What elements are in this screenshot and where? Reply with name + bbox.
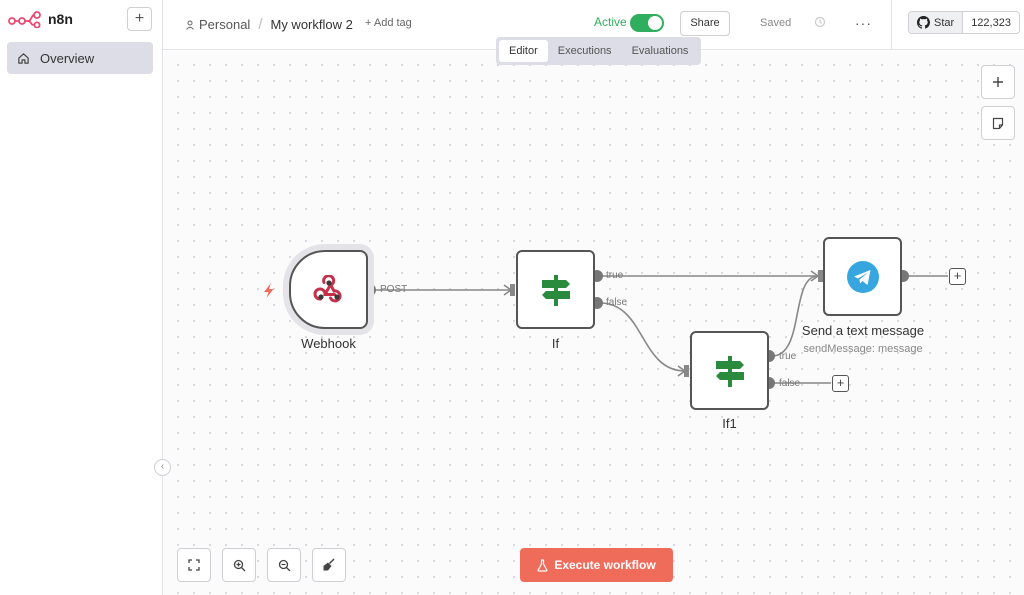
- active-toggle[interactable]: [630, 14, 664, 32]
- zoom-in-icon: [233, 559, 245, 571]
- fit-view-icon: [188, 559, 200, 571]
- tab-editor[interactable]: Editor: [499, 40, 548, 62]
- input-handle[interactable]: [510, 284, 515, 296]
- more-options-button[interactable]: ···: [855, 15, 872, 31]
- connection-if1-true-telegram[interactable]: [771, 275, 819, 357]
- view-tabs: Editor Executions Evaluations: [496, 37, 702, 65]
- zoom-out-icon: [278, 559, 290, 571]
- port-label-true: true: [779, 351, 797, 362]
- signpost-icon: [541, 274, 570, 306]
- saved-status: Saved: [760, 17, 792, 29]
- sidebar: n8n + Overview: [0, 0, 163, 595]
- node-send-text-message[interactable]: [823, 237, 902, 316]
- sticky-note-icon: [992, 117, 1004, 129]
- flask-icon: [537, 558, 548, 572]
- zoom-out-button[interactable]: [267, 548, 301, 582]
- execute-workflow-button[interactable]: Execute workflow: [520, 548, 673, 582]
- github-star-button[interactable]: Star 122,323: [908, 11, 1020, 34]
- add-sticky-note-button[interactable]: [981, 106, 1015, 140]
- brand-name: n8n: [48, 11, 73, 27]
- trigger-bolt-icon: [264, 283, 274, 298]
- port-label-false: false: [606, 297, 628, 308]
- share-button[interactable]: Share: [680, 11, 730, 36]
- zoom-in-button[interactable]: [222, 548, 256, 582]
- port-label-true: true: [606, 270, 624, 281]
- active-label: Active: [594, 15, 627, 29]
- webhook-icon: [313, 274, 342, 302]
- add-node-button[interactable]: [981, 65, 1015, 99]
- workflow-name[interactable]: My workflow 2: [270, 17, 353, 32]
- node-if1[interactable]: [690, 331, 769, 410]
- telegram-icon: [846, 260, 879, 293]
- tab-evaluations[interactable]: Evaluations: [631, 45, 689, 57]
- node-title: Webhook: [301, 336, 356, 351]
- node-webhook[interactable]: [289, 250, 368, 329]
- home-icon: [18, 52, 29, 64]
- header-divider: [891, 0, 892, 50]
- node-subtitle: sendMessage: message: [803, 343, 923, 355]
- n8n-logo-icon: [8, 11, 41, 28]
- node-if[interactable]: [516, 250, 595, 329]
- node-title: If: [551, 336, 560, 351]
- sidebar-item-overview[interactable]: Overview: [7, 42, 153, 74]
- add-node-after-telegram-button[interactable]: +: [949, 268, 966, 285]
- plus-icon: [993, 77, 1003, 87]
- collapse-sidebar-button[interactable]: ‹: [154, 459, 171, 476]
- breadcrumb-project[interactable]: Personal: [199, 17, 251, 32]
- github-icon: [917, 16, 930, 29]
- breadcrumb: Personal / My workflow 2: [185, 16, 353, 33]
- tab-executions[interactable]: Executions: [557, 45, 612, 57]
- tidy-up-button[interactable]: [312, 548, 346, 582]
- fit-view-button[interactable]: [177, 548, 211, 582]
- user-icon: [186, 20, 194, 30]
- github-star-label: Star: [934, 16, 955, 29]
- github-star-count[interactable]: 122,323: [963, 12, 1019, 33]
- input-handle[interactable]: [818, 270, 823, 282]
- node-title: If1: [722, 416, 737, 431]
- brand-logo[interactable]: n8n: [8, 8, 73, 30]
- add-tag-button[interactable]: + Add tag: [365, 17, 412, 29]
- sidebar-item-label: Overview: [40, 50, 95, 66]
- port-label-post: POST: [380, 284, 408, 295]
- input-handle[interactable]: [684, 365, 689, 377]
- broom-icon: [323, 558, 335, 571]
- node-title: Send a text message: [801, 323, 925, 338]
- execute-workflow-label: Execute workflow: [554, 558, 656, 572]
- create-button[interactable]: +: [127, 7, 152, 31]
- breadcrumb-separator: /: [258, 16, 263, 33]
- connection-if-false-if1[interactable]: [599, 302, 686, 372]
- history-icon[interactable]: [814, 16, 826, 28]
- signpost-icon: [715, 355, 744, 387]
- add-node-after-false-button[interactable]: +: [832, 375, 849, 392]
- port-label-false: false: [779, 378, 801, 389]
